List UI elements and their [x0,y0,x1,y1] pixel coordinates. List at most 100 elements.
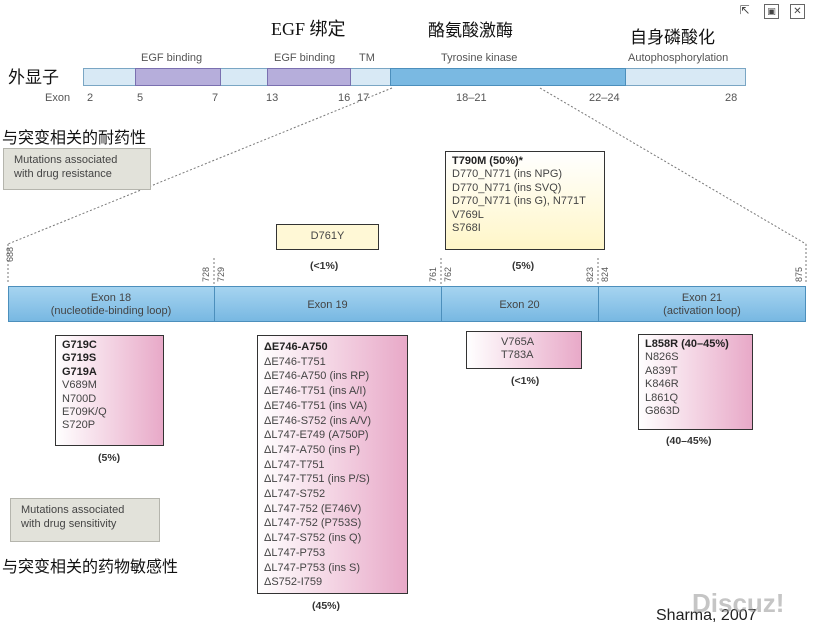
exon-number: 16 [338,92,351,104]
autophosphorylation-label: Autophosphorylation [628,52,729,64]
legend-line: with drug sensitivity [21,518,117,530]
mutation-item: ΔL747-752 (P753S) [264,517,362,530]
exon-20-percentage: (<1%) [511,375,540,387]
exon-cn-label: 外显子 [8,68,59,88]
citation: Sharma, 2007 [656,607,757,624]
codon-number: 729 [216,266,226,282]
mutation-item: G719A [62,365,97,378]
mutation-item: ΔE746-T751 (ins A/I) [264,385,367,398]
codon-number: 688 [5,246,15,262]
mutation-item: V769L [452,208,484,221]
mutation-item: ΔL747-T751 [264,458,325,471]
mutation-item: N826S [645,351,679,364]
resistance-legend: Mutations associated with drug resistanc… [3,148,151,190]
d761y-box: D761Y [276,224,379,250]
exon-19-sensitivity-box: ΔE746-A750 ΔE746-T751 ΔE746-A750 (ins RP… [257,335,408,594]
exon-18-percentage: (5%) [98,452,121,464]
exon-divider [214,286,215,322]
mutation-item: ΔL747-P753 [264,546,326,559]
t790m-percentage: (5%) [512,260,535,272]
exon-divider [598,286,599,322]
mutation-item: T783A [501,349,534,362]
mutation-item: ΔL747-E749 (A750P) [264,429,369,442]
mutation-item: K846R [645,378,679,391]
tyrosine-kinase-label: Tyrosine kinase [441,52,518,64]
egf-domain-1 [135,68,221,86]
mutation-item: N700D [62,392,97,405]
restore-icon[interactable]: ▣ [764,4,779,19]
mutation-item: ΔS752-I759 [264,576,323,589]
exon-20-label: Exon 20 [441,289,598,321]
exon-18-sensitivity-box: G719C G719S G719A V689M N700D E709K/Q S7… [55,335,164,446]
mutation-item: ΔL747-S752 (ins Q) [264,532,362,545]
exon-number: 17 [357,92,370,104]
exon-21-title: L858R (40–45%) [645,338,729,350]
codon-number: 823 [585,266,595,282]
tyrosine-kinase-cn-label: 酪氨酸激酶 [428,21,513,41]
exon-number: 18–21 [456,92,487,104]
mutation-item: ΔL747-752 (E746V) [264,502,362,515]
egf-binding-2-label: EGF binding [274,52,336,64]
codon-number: 875 [794,266,804,282]
mutation-item: D770_N771 (ins NPG) [452,168,563,181]
exon-21-percentage: (40–45%) [666,435,712,447]
exon-20-name: Exon 20 [499,298,540,311]
d761y-percentage: (<1%) [310,260,339,272]
codon-number: 761 [428,266,438,282]
egf-binding-1-label: EGF binding [141,52,203,64]
mutation-item: ΔL747-S752 [264,488,326,501]
codon-number: 762 [443,266,453,282]
mutation-item: ΔE746-S752 (ins A/V) [264,414,372,427]
mutation-item: ΔE746-A750 (ins RP) [264,370,370,383]
exon-19-label: Exon 19 [214,289,441,321]
mutation-item: D770_N771 (ins G), N771T [452,195,586,208]
mutation-item: V689M [62,379,97,392]
tyrosine-kinase-domain [390,68,626,86]
sensitivity-cn-label: 与突变相关的药物敏感性 [2,557,179,576]
legend-line: with drug resistance [14,168,112,180]
egf-binding-cn-label: EGF 绑定 [271,19,346,39]
watermark: Discuz! [692,588,785,618]
close-icon[interactable]: ✕ [790,4,805,19]
mutation-item: ΔL747-T751 (ins P/S) [264,473,370,486]
exon-20-sensitivity-box: V765A T783A [466,331,582,369]
legend-line: Mutations associated [14,154,118,166]
exon-19-name: Exon 19 [307,298,348,311]
mutation-item: S720P [62,419,96,432]
exon-divider [441,286,442,322]
resistance-cn-label: 与突变相关的耐药性 [2,128,147,147]
exon-18-label: Exon 18 (nucleotide-binding loop) [8,289,214,321]
legend-line: Mutations associated [21,504,125,516]
t790m-box: T790M (50%)* D770_N771 (ins NPG) D770_N7… [445,151,605,250]
tm-label: TM [359,52,375,64]
exon-21-name: Exon 21 [681,292,723,304]
exon-bar [8,286,806,322]
exon-18-name: Exon 18 [90,292,132,304]
autophosphorylation-cn-label: 自身磷酸化 [630,28,715,48]
mutation-item: G719S [62,352,97,365]
codon-number: 824 [600,266,610,282]
exon-number: 5 [137,92,144,104]
exon-18-subtitle: (nucleotide-binding loop) [50,305,172,317]
exon-21-sensitivity-box: L858R (40–45%) N826S A839T K846R L861Q G… [638,334,753,430]
exon-21-subtitle: (activation loop) [663,305,741,317]
mutation-item: G719C [62,339,97,351]
mutation-item: E709K/Q [62,406,107,419]
mutation-item: ΔL747-P753 (ins S) [264,561,361,574]
mutation-item: ΔE746-T751 [264,355,326,368]
exon-19-percentage: (45%) [312,600,341,612]
expand-icon[interactable]: ⇱ [739,3,750,17]
mutation-item: S768I [452,222,481,235]
exon-19-title: ΔE746-A750 [264,341,328,353]
exon-number: 13 [266,92,279,104]
mutation-item: L861Q [645,391,679,404]
mutation-item: G863D [645,405,680,418]
mutation-item: ΔE746-T751 (ins VA) [264,399,368,412]
exon-axis-label: Exon [45,92,71,104]
codon-number: 728 [201,266,211,282]
mutation-item: A839T [645,364,678,377]
t790m-title: T790M (50%)* [452,155,523,167]
egf-domain-2 [267,68,351,86]
exon-number: 22–24 [589,92,620,104]
mutation-item: V765A [501,336,535,348]
